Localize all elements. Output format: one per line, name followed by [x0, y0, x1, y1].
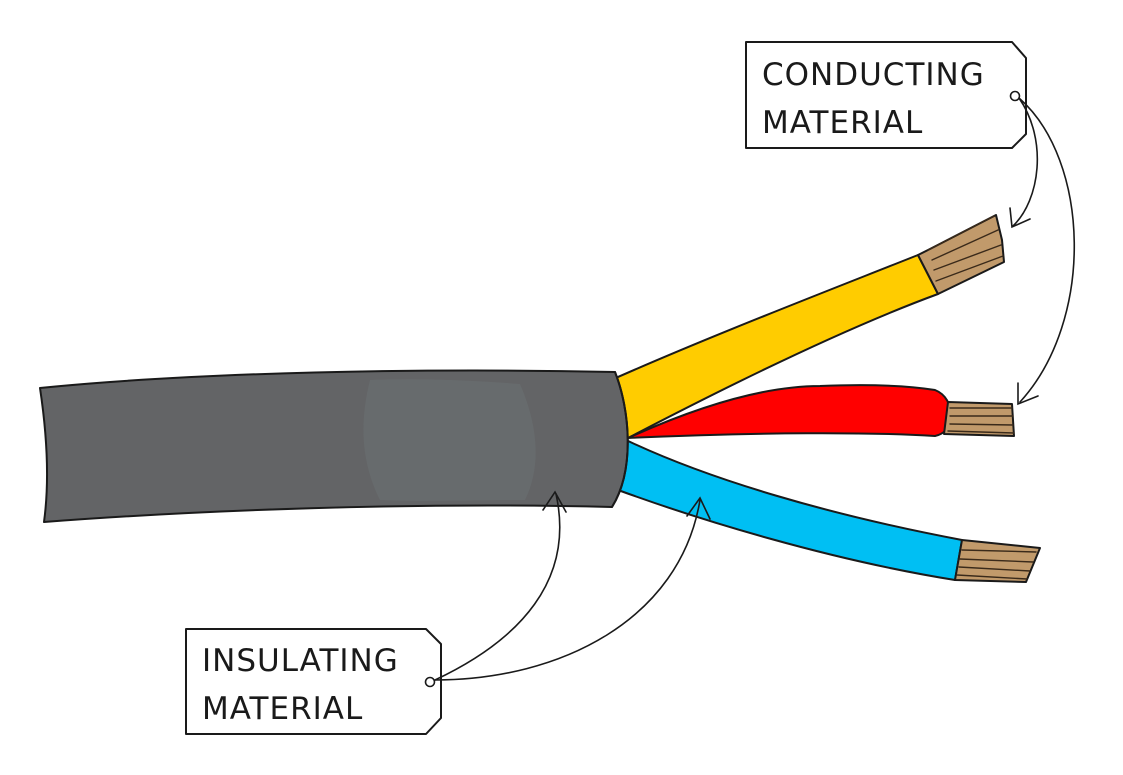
insulating-tag-shape: [185, 628, 442, 735]
conducting-arrow-to-red: [1018, 97, 1076, 403]
yellow-wire: [599, 214, 1005, 439]
sheath-highlight: [363, 379, 536, 501]
insulating-material-tag: INSULATING MATERIAL: [185, 628, 442, 735]
conducting-arrowhead-yellow: [1009, 207, 1031, 229]
conducting-material-tag: CONDUCTING MATERIAL: [745, 41, 1027, 149]
sheath-body: [39, 369, 629, 523]
red-wire-insulation: [627, 384, 952, 439]
insulating-arrows: [434, 490, 711, 681]
sheath-cut-edge: [611, 371, 629, 508]
blue-wire: [617, 439, 1041, 583]
cable-sheath: [39, 369, 629, 523]
red-wire: [627, 384, 1015, 439]
yellow-wire-copper-strands: [917, 214, 1005, 295]
conducting-arrow-to-yellow: [1012, 97, 1039, 227]
insulating-label-line2: MATERIAL: [202, 691, 363, 727]
insulating-arrowhead-blue: [686, 496, 711, 520]
conducting-tag-shape: [745, 41, 1027, 149]
conducting-tag-hole: [1009, 90, 1021, 102]
conducting-arrowhead-red: [1017, 382, 1039, 406]
red-wire-copper-strands: [943, 401, 1015, 437]
conducting-label-line2: MATERIAL: [762, 105, 923, 141]
insulating-label-line1: INSULATING: [202, 643, 399, 679]
blue-wire-copper-strands: [954, 539, 1041, 583]
insulating-arrow-to-blue: [434, 499, 701, 681]
conducting-arrows: [1009, 97, 1076, 406]
insulating-arrowhead-sheath: [542, 490, 567, 513]
insulating-arrow-to-sheath: [434, 493, 561, 681]
blue-wire-insulation: [617, 439, 963, 581]
conducting-label-line1: CONDUCTING: [762, 57, 985, 93]
insulating-tag-hole: [424, 676, 436, 688]
